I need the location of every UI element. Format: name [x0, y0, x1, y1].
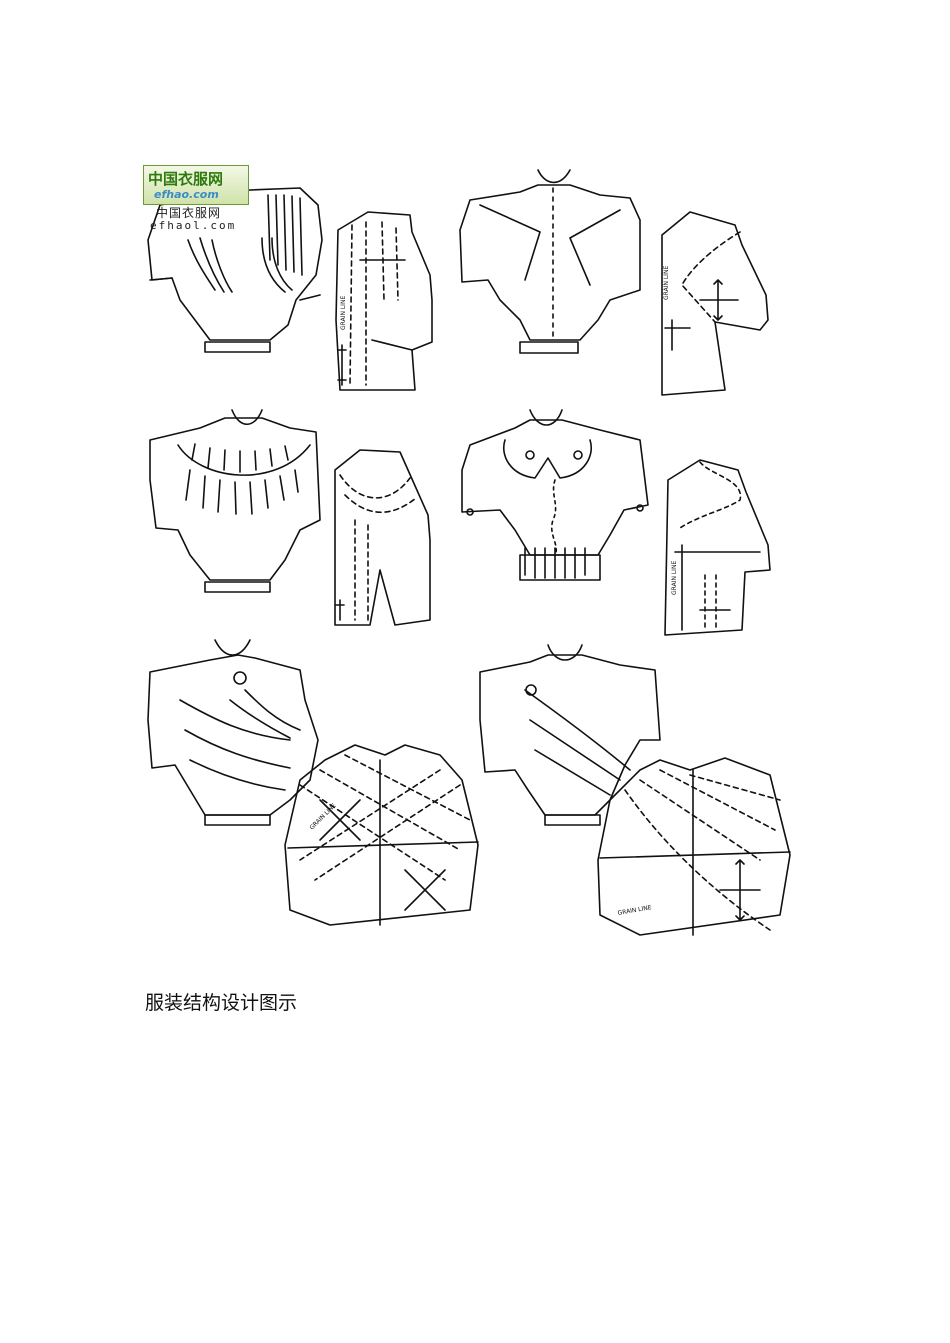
blouse-sketch-5	[147, 639, 319, 826]
grain-line-label-4: GRAIN LINE	[671, 561, 678, 595]
grain-line-label-6: GRAIN LINE	[617, 904, 652, 917]
blouse-sketch-4	[461, 409, 649, 581]
watermark-overlay-url: efhaol.com	[150, 219, 237, 232]
watermark-logo: 中国衣服网 efhao.com	[143, 165, 249, 205]
pattern-piece-3	[334, 449, 431, 626]
pattern-piece-2	[661, 211, 769, 396]
blouse-sketch-3	[149, 409, 321, 593]
pattern-piece-6	[597, 757, 791, 936]
blouse-sketch-6	[479, 644, 661, 826]
grain-line-label-2: GRAIN LINE	[663, 266, 670, 300]
pattern-piece-1	[335, 211, 433, 391]
watermark-logo-url: efhao.com	[154, 188, 219, 201]
blouse-sketch-1	[147, 187, 323, 353]
pattern-piece-5	[284, 744, 479, 926]
grain-line-label-1: GRAIN LINE	[340, 296, 347, 330]
pattern-piece-4	[664, 459, 771, 636]
figure-caption: 服装结构设计图示	[145, 992, 298, 1014]
watermark-logo-title: 中国衣服网	[148, 170, 224, 188]
garment-illustration-figure: GRAIN LINE GRAIN LINE GRAIN LINE GRAIN LINE…	[140, 162, 800, 942]
blouse-sketch-2	[459, 169, 641, 354]
watermark-overlay-cn: 中国衣服网	[156, 206, 222, 220]
